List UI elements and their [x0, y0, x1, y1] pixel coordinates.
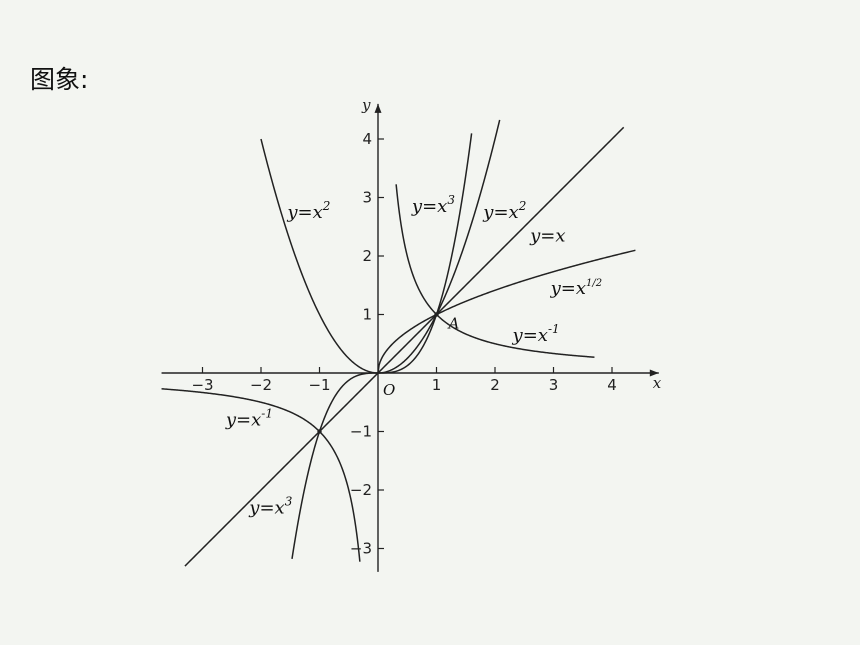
x-tick-label: −2 [250, 376, 272, 394]
curve-x3 [291, 133, 473, 559]
x-tick-label: −3 [191, 376, 213, 394]
x-axis-label: x [653, 374, 662, 392]
curve-label-inv-left: y=x-1 [225, 407, 273, 431]
y-tick-label: −1 [350, 423, 372, 441]
origin-label: O [383, 381, 395, 399]
curve-label-x: y=x [529, 225, 565, 246]
curve-x2 [260, 119, 501, 374]
curves [161, 119, 636, 567]
x-tick-label: 2 [490, 376, 500, 394]
y-axis-label: y [361, 96, 371, 114]
y-tick-label: 1 [362, 306, 372, 324]
y-tick-label: −3 [350, 540, 372, 558]
curve-inverse-positive [395, 184, 595, 358]
x-tick-label: 4 [607, 376, 617, 394]
curve-inverse-negative [161, 388, 361, 562]
axis-ticks: −3 −2 −1 1 2 3 4 −3 −2 −1 1 2 3 4 [191, 130, 616, 558]
y-axis-arrow [374, 103, 382, 113]
intersection-point [317, 429, 322, 434]
x-tick-label: 3 [549, 376, 559, 394]
curve-label-x2-right: y=x2 [482, 199, 526, 223]
y-tick-label: 3 [362, 189, 372, 207]
intersection-point [434, 312, 439, 317]
curve-x [184, 126, 625, 567]
y-tick-label: 4 [362, 130, 372, 148]
y-tick-label: 2 [362, 247, 372, 265]
curve-label-x2-left: y=x2 [286, 199, 330, 223]
x-axis-arrow [649, 369, 659, 377]
x-tick-label: 1 [432, 376, 442, 394]
curve-label-x3-top: y=x3 [411, 193, 455, 217]
point-label-A: A [447, 315, 460, 333]
curve-label-x3-bottom: y=x3 [248, 494, 292, 518]
page-title: 图象: [30, 65, 89, 94]
curve-label-sqrt: y=x1/2 [550, 278, 603, 299]
points: A [317, 312, 460, 434]
x-tick-label: −1 [308, 376, 330, 394]
curve-sqrt [377, 249, 636, 374]
y-tick-label: −2 [350, 481, 372, 499]
curve-label-inv-right: y=x-1 [512, 322, 560, 346]
axes: x y O [161, 96, 662, 572]
